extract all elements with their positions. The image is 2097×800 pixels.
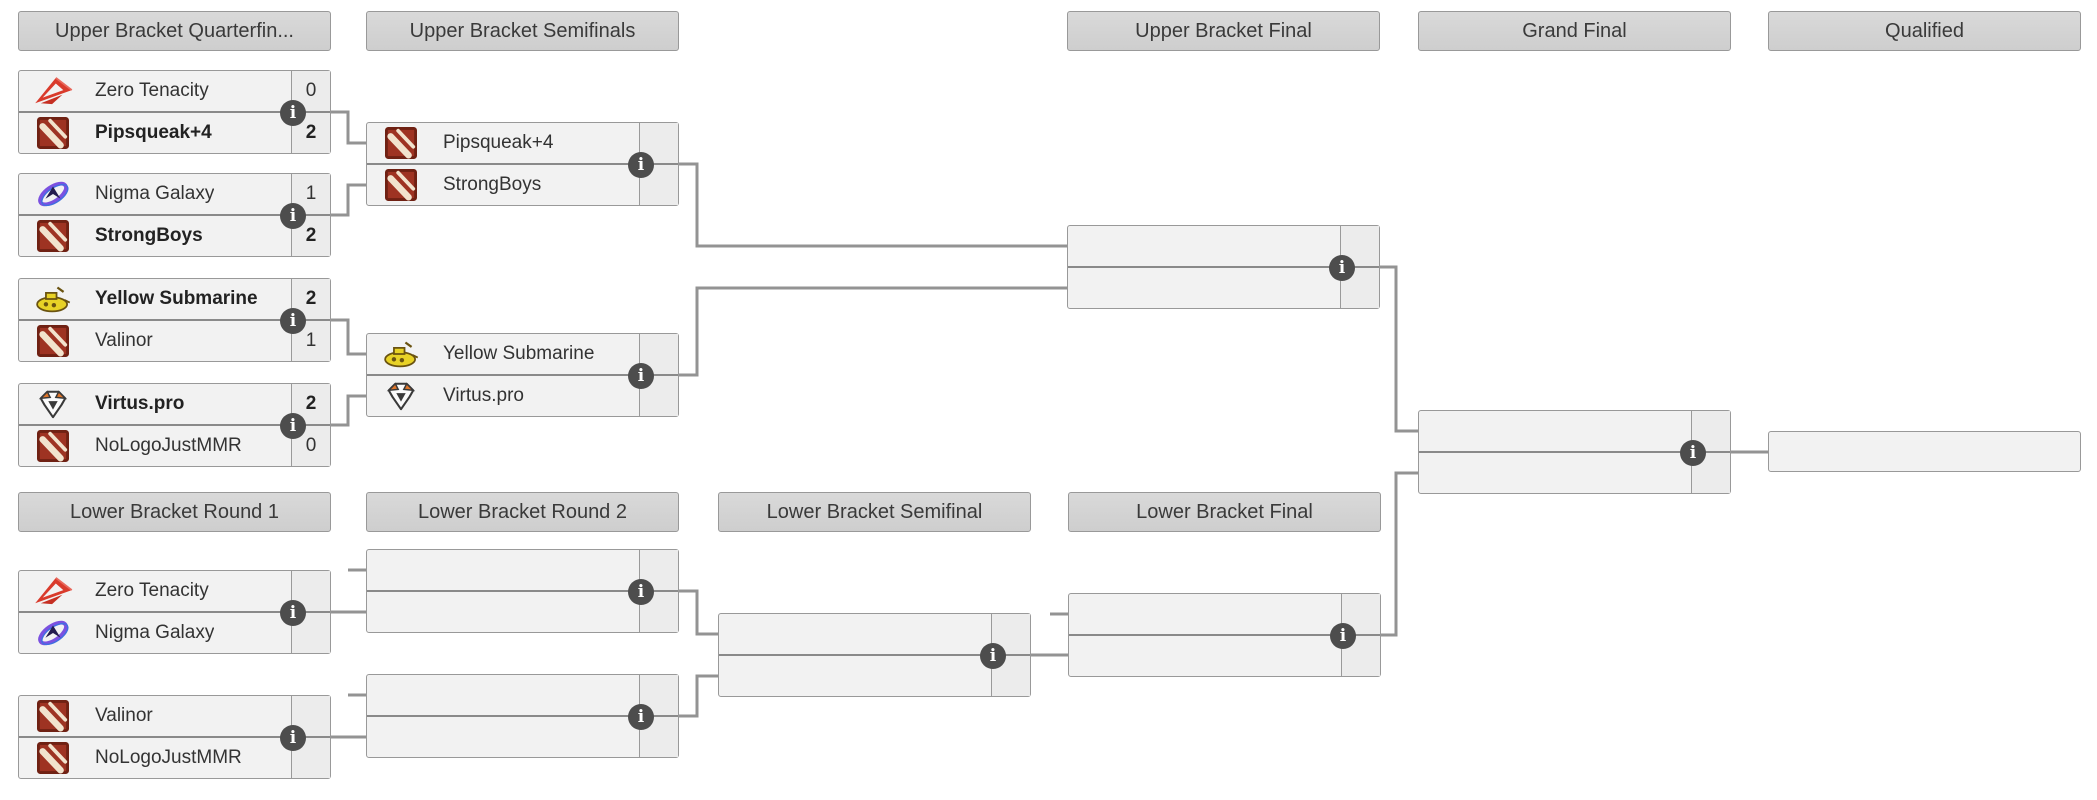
dota-default-logo [375, 166, 427, 204]
header-grand-final: Grand Final [1418, 11, 1731, 51]
info-icon[interactable]: i [1330, 623, 1356, 649]
header-upper-bracket-semifinals: Upper Bracket Semifinals [366, 11, 679, 51]
team-row[interactable]: Nigma Galaxy 1 [19, 174, 330, 216]
team-row[interactable]: Zero Tenacity 0 [19, 71, 330, 113]
team-name: Nigma Galaxy [95, 183, 215, 204]
header-upper-bracket-quarterfinals: Upper Bracket Quarterfin... [18, 11, 331, 51]
match-ub-final: i [1067, 225, 1380, 309]
match-ub-qf-4: Virtus.pro 2 NoLogoJustMMR 0 i [18, 383, 331, 467]
match-ub-sf-2: Yellow Submarine Virtus.pro i [366, 333, 679, 417]
info-icon[interactable]: i [280, 413, 306, 439]
dota-default-logo [375, 124, 427, 162]
dota-default-logo [27, 322, 79, 360]
team-name: Virtus.pro [443, 385, 524, 406]
team-name: Yellow Submarine [95, 288, 258, 309]
match-ub-qf-2: Nigma Galaxy 1 StrongBoys 2 i [18, 173, 331, 257]
team-name: Zero Tenacity [95, 580, 209, 601]
zero-tenacity-logo [27, 72, 79, 110]
match-lb-r2-2: i [366, 674, 679, 758]
team-name: Valinor [95, 330, 153, 351]
info-icon[interactable]: i [628, 704, 654, 730]
info-icon[interactable]: i [280, 725, 306, 751]
team-row[interactable]: Virtus.pro 2 [19, 384, 330, 426]
match-ub-qf-1: Zero Tenacity 0 Pipsqueak+4 2 i [18, 70, 331, 154]
connector-line [330, 394, 366, 427]
connector-line [1380, 471, 1418, 637]
team-name: Valinor [95, 705, 153, 726]
dota-default-logo [27, 114, 79, 152]
team-name: Virtus.pro [95, 393, 185, 414]
info-icon[interactable]: i [1680, 440, 1706, 466]
match-lb-final: i [1068, 593, 1381, 677]
team-name: Zero Tenacity [95, 80, 209, 101]
yellow-submarine-logo [27, 280, 79, 318]
match-lb-semifinal: i [718, 613, 1031, 697]
team-row[interactable]: StrongBoys 2 [19, 216, 330, 256]
header-qualified: Qualified [1768, 11, 2081, 51]
team-name: NoLogoJustMMR [95, 747, 242, 768]
match-lb-r2-1: i [366, 549, 679, 633]
team-row[interactable]: Yellow Submarine [367, 334, 678, 376]
connector-line [679, 286, 1067, 377]
zero-tenacity-logo [27, 572, 79, 610]
connector-line [330, 110, 366, 145]
match-lb-r1-1: Zero Tenacity Nigma Galaxy i [18, 570, 331, 654]
info-icon[interactable]: i [280, 203, 306, 229]
match-grand-final: i [1418, 410, 1731, 494]
virtus-pro-logo [27, 385, 79, 423]
nigma-galaxy-logo [27, 614, 79, 652]
team-name: Yellow Submarine [443, 343, 595, 364]
team-name: NoLogoJustMMR [95, 435, 242, 456]
info-icon[interactable]: i [280, 600, 306, 626]
info-icon[interactable]: i [980, 643, 1006, 669]
info-icon[interactable]: i [280, 308, 306, 334]
dota-default-logo [27, 427, 79, 465]
connector-line [679, 162, 1067, 248]
header-lower-bracket-semifinal: Lower Bracket Semifinal [718, 492, 1031, 532]
connector-line [679, 589, 718, 636]
yellow-submarine-logo [375, 335, 427, 373]
dota-default-logo [27, 697, 79, 735]
team-row[interactable]: Yellow Submarine 2 [19, 279, 330, 321]
team-name: Pipsqueak+4 [95, 122, 212, 143]
match-ub-qf-3: Yellow Submarine 2 Valinor 1 i [18, 278, 331, 362]
team-score [1691, 453, 1730, 493]
team-row[interactable]: Zero Tenacity [19, 571, 330, 613]
team-name: StrongBoys [95, 225, 203, 246]
header-upper-bracket-final: Upper Bracket Final [1067, 11, 1380, 51]
team-name: Pipsqueak+4 [443, 132, 554, 153]
team-row[interactable]: NoLogoJustMMR [19, 738, 330, 778]
header-lower-bracket-round1: Lower Bracket Round 1 [18, 492, 331, 532]
match-ub-sf-1: Pipsqueak+4 StrongBoys i [366, 122, 679, 206]
match-lb-r1-2: Valinor NoLogoJustMMR i [18, 695, 331, 779]
info-icon[interactable]: i [628, 363, 654, 389]
connector-line [330, 183, 366, 217]
virtus-pro-logo [375, 377, 427, 415]
team-row[interactable] [1769, 432, 2080, 471]
dota-default-logo [27, 739, 79, 777]
info-icon[interactable]: i [628, 152, 654, 178]
header-lower-bracket-round2: Lower Bracket Round 2 [366, 492, 679, 532]
qualified-slot [1768, 431, 2081, 472]
info-icon[interactable]: i [1329, 255, 1355, 281]
connector-line [1380, 265, 1418, 433]
connector-line [330, 318, 366, 356]
team-row[interactable] [1419, 453, 1730, 493]
info-icon[interactable]: i [280, 100, 306, 126]
header-lower-bracket-final: Lower Bracket Final [1068, 492, 1381, 532]
connector-line [679, 674, 718, 718]
team-name: Nigma Galaxy [95, 622, 215, 643]
nigma-galaxy-logo [27, 175, 79, 213]
info-icon[interactable]: i [628, 579, 654, 605]
dota-default-logo [27, 217, 79, 255]
team-name: StrongBoys [443, 174, 542, 195]
